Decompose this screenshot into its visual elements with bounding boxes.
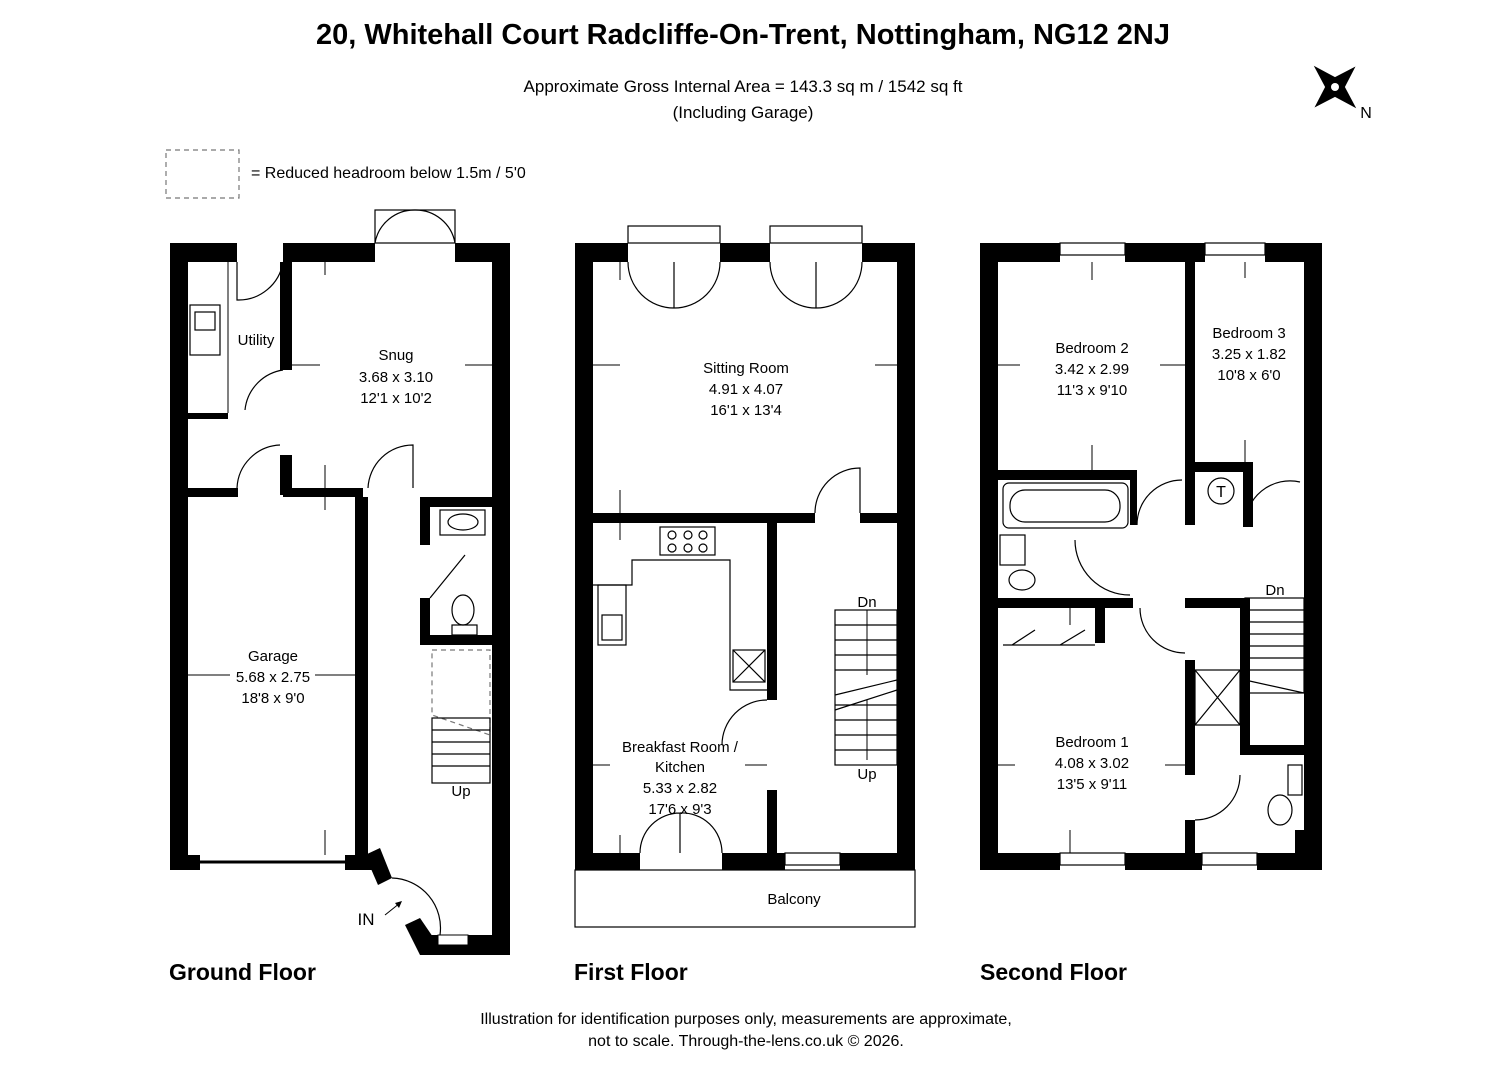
room-bedroom1-name: Bedroom 1 bbox=[1055, 734, 1128, 751]
room-sitting-metric: 4.91 x 4.07 bbox=[709, 381, 783, 398]
stairs-up-label: Up bbox=[451, 783, 470, 800]
area-note: (Including Garage) bbox=[673, 103, 814, 122]
stairs-down-label: Dn bbox=[1265, 582, 1284, 599]
room-utility-label: Utility bbox=[238, 332, 275, 349]
room-sitting-imperial: 16'1 x 13'4 bbox=[710, 402, 782, 419]
first-floor-plan: Sitting Room 4.91 x 4.07 16'1 x 13'4 Bre… bbox=[574, 225, 916, 928]
compass-icon bbox=[1313, 65, 1357, 109]
ground-floor-label: Ground Floor bbox=[169, 959, 316, 985]
room-kitchen-imperial: 17'6 x 9'3 bbox=[648, 801, 711, 818]
room-bedroom3-imperial: 10'8 x 6'0 bbox=[1217, 367, 1280, 384]
water-tank-label: T bbox=[1216, 484, 1226, 501]
ground-floor-plan: Utility Snug 3.68 x 3.10 12'1 x 10'2 Gar… bbox=[170, 209, 510, 955]
room-bedroom3-metric: 3.25 x 1.82 bbox=[1212, 346, 1286, 363]
gross-area: Approximate Gross Internal Area = 143.3 … bbox=[524, 77, 963, 96]
room-bedroom2-metric: 3.42 x 2.99 bbox=[1055, 361, 1129, 378]
stairs-up-label: Up bbox=[857, 766, 876, 783]
room-bedroom2-name: Bedroom 2 bbox=[1055, 340, 1128, 357]
disclaimer-line-2: not to scale. Through-the-lens.co.uk © 2… bbox=[588, 1033, 904, 1050]
second-floor-plan: Bedroom 2 3.42 x 2.99 11'3 x 9'10 Bedroo… bbox=[980, 242, 1322, 870]
room-snug-name: Snug bbox=[378, 347, 413, 364]
stairs-down-label: Dn bbox=[857, 594, 876, 611]
property-address: 20, Whitehall Court Radcliffe-On-Trent, … bbox=[316, 19, 1170, 51]
room-bedroom2-imperial: 11'3 x 9'10 bbox=[1057, 382, 1128, 399]
room-sitting-name: Sitting Room bbox=[703, 360, 789, 377]
legend-text: = Reduced headroom below 1.5m / 5'0 bbox=[251, 165, 526, 182]
disclaimer-line-1: Illustration for identification purposes… bbox=[480, 1011, 1012, 1028]
room-bedroom1-imperial: 13'5 x 9'11 bbox=[1057, 776, 1128, 793]
first-floor-label: First Floor bbox=[574, 959, 688, 985]
room-snug-metric: 3.68 x 3.10 bbox=[359, 369, 433, 386]
room-garage-imperial: 18'8 x 9'0 bbox=[241, 690, 304, 707]
room-bedroom3-name: Bedroom 3 bbox=[1212, 325, 1285, 342]
room-kitchen-name-2: Kitchen bbox=[655, 759, 705, 776]
reduced-headroom-swatch bbox=[165, 149, 240, 199]
entrance-label: IN bbox=[358, 910, 375, 929]
compass-north-label: N bbox=[1360, 105, 1372, 122]
room-snug-imperial: 12'1 x 10'2 bbox=[360, 390, 432, 407]
room-garage-name: Garage bbox=[248, 648, 298, 665]
balcony-label: Balcony bbox=[767, 891, 821, 908]
room-garage-metric: 5.68 x 2.75 bbox=[236, 669, 310, 686]
second-floor-label: Second Floor bbox=[980, 959, 1127, 985]
room-kitchen-metric: 5.33 x 2.82 bbox=[643, 780, 717, 797]
room-bedroom1-metric: 4.08 x 3.02 bbox=[1055, 755, 1129, 772]
room-kitchen-name: Breakfast Room / bbox=[622, 739, 739, 756]
